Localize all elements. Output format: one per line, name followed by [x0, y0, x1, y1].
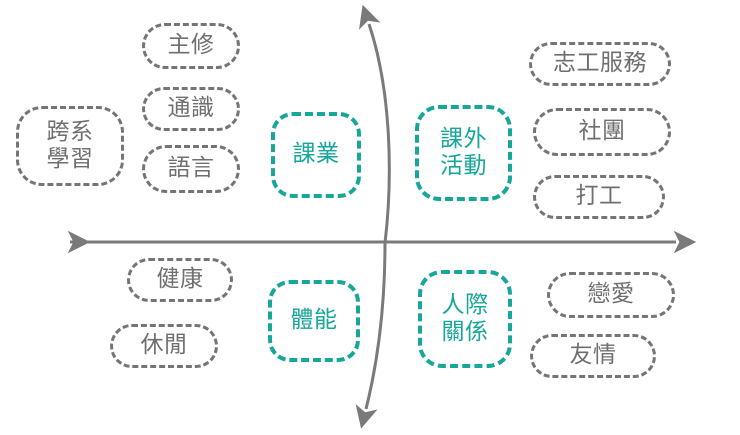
- sub-node-friendship[interactable]: 友情: [530, 334, 656, 378]
- core-node-extracurricular[interactable]: 課外 活動: [415, 105, 512, 201]
- sub-node-label: 語言: [167, 155, 215, 182]
- core-node-label: 體能: [290, 307, 338, 334]
- vertical-axis-arrow-lower: [355, 242, 387, 429]
- sub-node-label: 主修: [167, 32, 215, 59]
- sub-node-label: 跨系 學習: [46, 118, 94, 172]
- sub-node-label: 通識: [167, 95, 215, 122]
- sub-node-language[interactable]: 語言: [142, 145, 240, 193]
- sub-node-major[interactable]: 主修: [142, 23, 240, 69]
- sub-node-label: 戀愛: [587, 281, 635, 308]
- core-node-coursework[interactable]: 課業: [271, 112, 361, 198]
- sub-node-romance[interactable]: 戀愛: [547, 272, 675, 318]
- sub-node-label: 休閒: [140, 332, 188, 359]
- core-node-label: 課外 活動: [440, 125, 487, 179]
- sub-node-cross-dept-learning[interactable]: 跨系 學習: [16, 106, 124, 186]
- sub-node-volunteer-service[interactable]: 志工服務: [529, 42, 671, 86]
- core-node-relationships[interactable]: 人際 關係: [418, 270, 512, 368]
- core-node-label: 人際 關係: [441, 291, 489, 345]
- core-node-fitness[interactable]: 體能: [268, 280, 360, 362]
- sub-node-label: 社團: [578, 118, 626, 145]
- sub-node-health[interactable]: 健康: [127, 258, 233, 302]
- sub-node-general-ed[interactable]: 通識: [142, 87, 240, 131]
- core-node-label: 課業: [292, 141, 340, 168]
- sub-node-leisure[interactable]: 休閒: [110, 324, 218, 368]
- sub-node-label: 打工: [575, 183, 623, 210]
- sub-node-label: 健康: [156, 266, 204, 293]
- sub-node-club[interactable]: 社團: [533, 108, 671, 156]
- sub-node-label: 友情: [569, 342, 617, 369]
- sub-node-part-time-job[interactable]: 打工: [533, 175, 665, 219]
- vertical-axis-arrow-upper: [359, 4, 391, 244]
- sub-node-label: 志工服務: [553, 50, 647, 77]
